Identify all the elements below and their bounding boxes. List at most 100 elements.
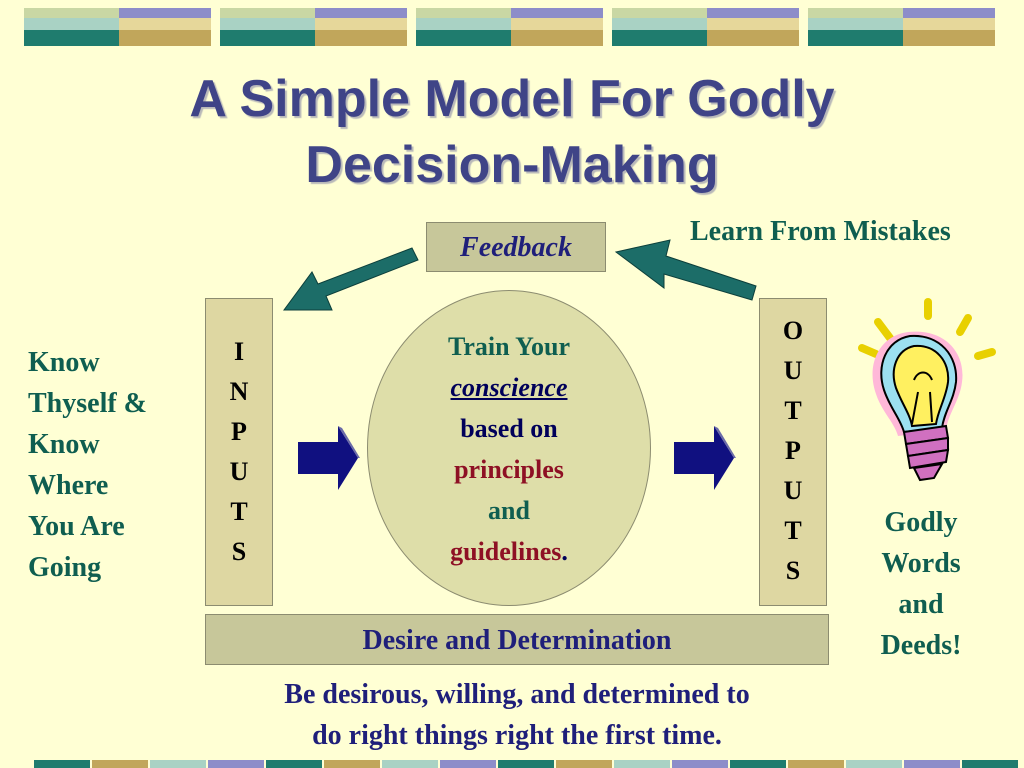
bottom-decorative-stripes bbox=[34, 760, 1018, 768]
decorative-stripe bbox=[707, 18, 799, 30]
feedback-box: Feedback bbox=[426, 222, 606, 272]
decorative-stripe bbox=[672, 760, 728, 768]
left_text-line: Know bbox=[28, 429, 100, 460]
decorative-stripe bbox=[220, 8, 315, 18]
decorative-stripe bbox=[707, 8, 799, 18]
center-word-conscience: conscience bbox=[450, 373, 568, 402]
center-line-based-on: based on bbox=[460, 414, 558, 443]
decorative-stripe bbox=[208, 760, 264, 768]
decorative-stripe bbox=[808, 30, 903, 46]
left_text-line: Thyself & bbox=[28, 388, 147, 419]
decorative-stripe bbox=[614, 760, 670, 768]
top-decorative-stripes bbox=[24, 8, 995, 46]
outputs-letter: T bbox=[784, 396, 802, 425]
conscience-ellipse bbox=[367, 290, 651, 606]
outputs-letter: U bbox=[783, 356, 803, 385]
inputs-letter: T bbox=[230, 497, 248, 526]
decorative-stripe bbox=[119, 30, 211, 46]
right_text-line: Godly bbox=[884, 507, 958, 538]
arrow-right-icon bbox=[674, 426, 736, 490]
page-title: A Simple Model For Godly Decision-Making bbox=[0, 66, 1024, 198]
decorative-stripe bbox=[808, 18, 903, 30]
decorative-stripe bbox=[220, 30, 315, 46]
outputs-letter: O bbox=[782, 316, 804, 345]
decorative-stripe bbox=[220, 18, 315, 30]
decorative-stripe bbox=[903, 30, 995, 46]
right_text-line: Words bbox=[881, 548, 961, 579]
caption-line-2: do right things right the first time. bbox=[312, 720, 722, 751]
left_text-line: You Are bbox=[28, 511, 125, 542]
decorative-stripe bbox=[24, 30, 119, 46]
inputs-letter: N bbox=[229, 377, 249, 406]
arrow-right-icon bbox=[298, 426, 360, 490]
decorative-stripe bbox=[24, 18, 119, 30]
inputs-letter: P bbox=[231, 417, 247, 446]
decorative-stripe bbox=[903, 8, 995, 18]
decorative-stripe bbox=[315, 30, 407, 46]
decorative-stripe bbox=[440, 760, 496, 768]
decorative-stripe bbox=[962, 760, 1018, 768]
decorative-stripe bbox=[24, 8, 119, 18]
decorative-stripe bbox=[92, 760, 148, 768]
center-line-train: Train Your bbox=[447, 332, 571, 361]
decorative-stripe bbox=[119, 8, 211, 18]
decorative-stripe bbox=[150, 760, 206, 768]
decorative-stripe bbox=[416, 30, 511, 46]
inputs-letter: S bbox=[231, 537, 247, 566]
right_text-line: Deeds! bbox=[880, 630, 962, 661]
decorative-stripe bbox=[612, 18, 707, 30]
decorative-stripe bbox=[808, 8, 903, 18]
decorative-stripe bbox=[612, 30, 707, 46]
decorative-stripe bbox=[707, 30, 799, 46]
outputs-letter: S bbox=[785, 556, 801, 585]
decorative-stripe bbox=[416, 8, 511, 18]
title-line-1: A Simple Model For Godly bbox=[189, 70, 835, 128]
decorative-stripe bbox=[511, 18, 603, 30]
decorative-stripe bbox=[266, 760, 322, 768]
decorative-stripe bbox=[324, 760, 380, 768]
decorative-stripe bbox=[382, 760, 438, 768]
decorative-stripe bbox=[34, 760, 90, 768]
decorative-stripe bbox=[846, 760, 902, 768]
left_text-line: Know bbox=[28, 347, 100, 378]
learn-from-mistakes-label: Learn From Mistakes bbox=[690, 216, 951, 247]
decorative-stripe bbox=[119, 18, 211, 30]
inputs-letter: U bbox=[229, 457, 249, 486]
arrow-feedback-right-icon bbox=[614, 239, 757, 301]
caption-line-1: Be desirous, willing, and determined to bbox=[284, 679, 750, 710]
arrow-feedback-left-icon bbox=[283, 247, 419, 311]
decorative-stripe bbox=[315, 18, 407, 30]
center-word-and: and bbox=[488, 496, 530, 525]
decorative-stripe bbox=[556, 760, 612, 768]
inputs-letter: I bbox=[233, 337, 245, 366]
decorative-stripe bbox=[416, 18, 511, 30]
center-period: . bbox=[561, 537, 568, 566]
left_text-line: Where bbox=[28, 470, 109, 501]
decorative-stripe bbox=[788, 760, 844, 768]
center-word-principles: principles bbox=[454, 455, 564, 484]
lightbulb-icon bbox=[858, 298, 996, 482]
decorative-stripe bbox=[612, 8, 707, 18]
decorative-stripe bbox=[904, 760, 960, 768]
right_text-line: and bbox=[898, 589, 944, 620]
decorative-stripe bbox=[498, 760, 554, 768]
decorative-stripe bbox=[315, 8, 407, 18]
decorative-stripe bbox=[511, 30, 603, 46]
decorative-stripe bbox=[730, 760, 786, 768]
decorative-stripe bbox=[903, 18, 995, 30]
title-line-2: Decision-Making bbox=[305, 136, 719, 194]
center-text: Train Your conscience based on principle… bbox=[367, 326, 651, 572]
outputs-letter: U bbox=[783, 476, 803, 505]
desire-determination-bar: Desire and Determination bbox=[205, 614, 829, 665]
outputs-letter: T bbox=[784, 516, 802, 545]
outputs-letter: P bbox=[785, 436, 801, 465]
left_text-line: Going bbox=[28, 552, 102, 583]
bottom-caption: Be desirous, willing, and determined to … bbox=[205, 674, 829, 756]
center-word-guidelines: guidelines bbox=[450, 537, 562, 566]
